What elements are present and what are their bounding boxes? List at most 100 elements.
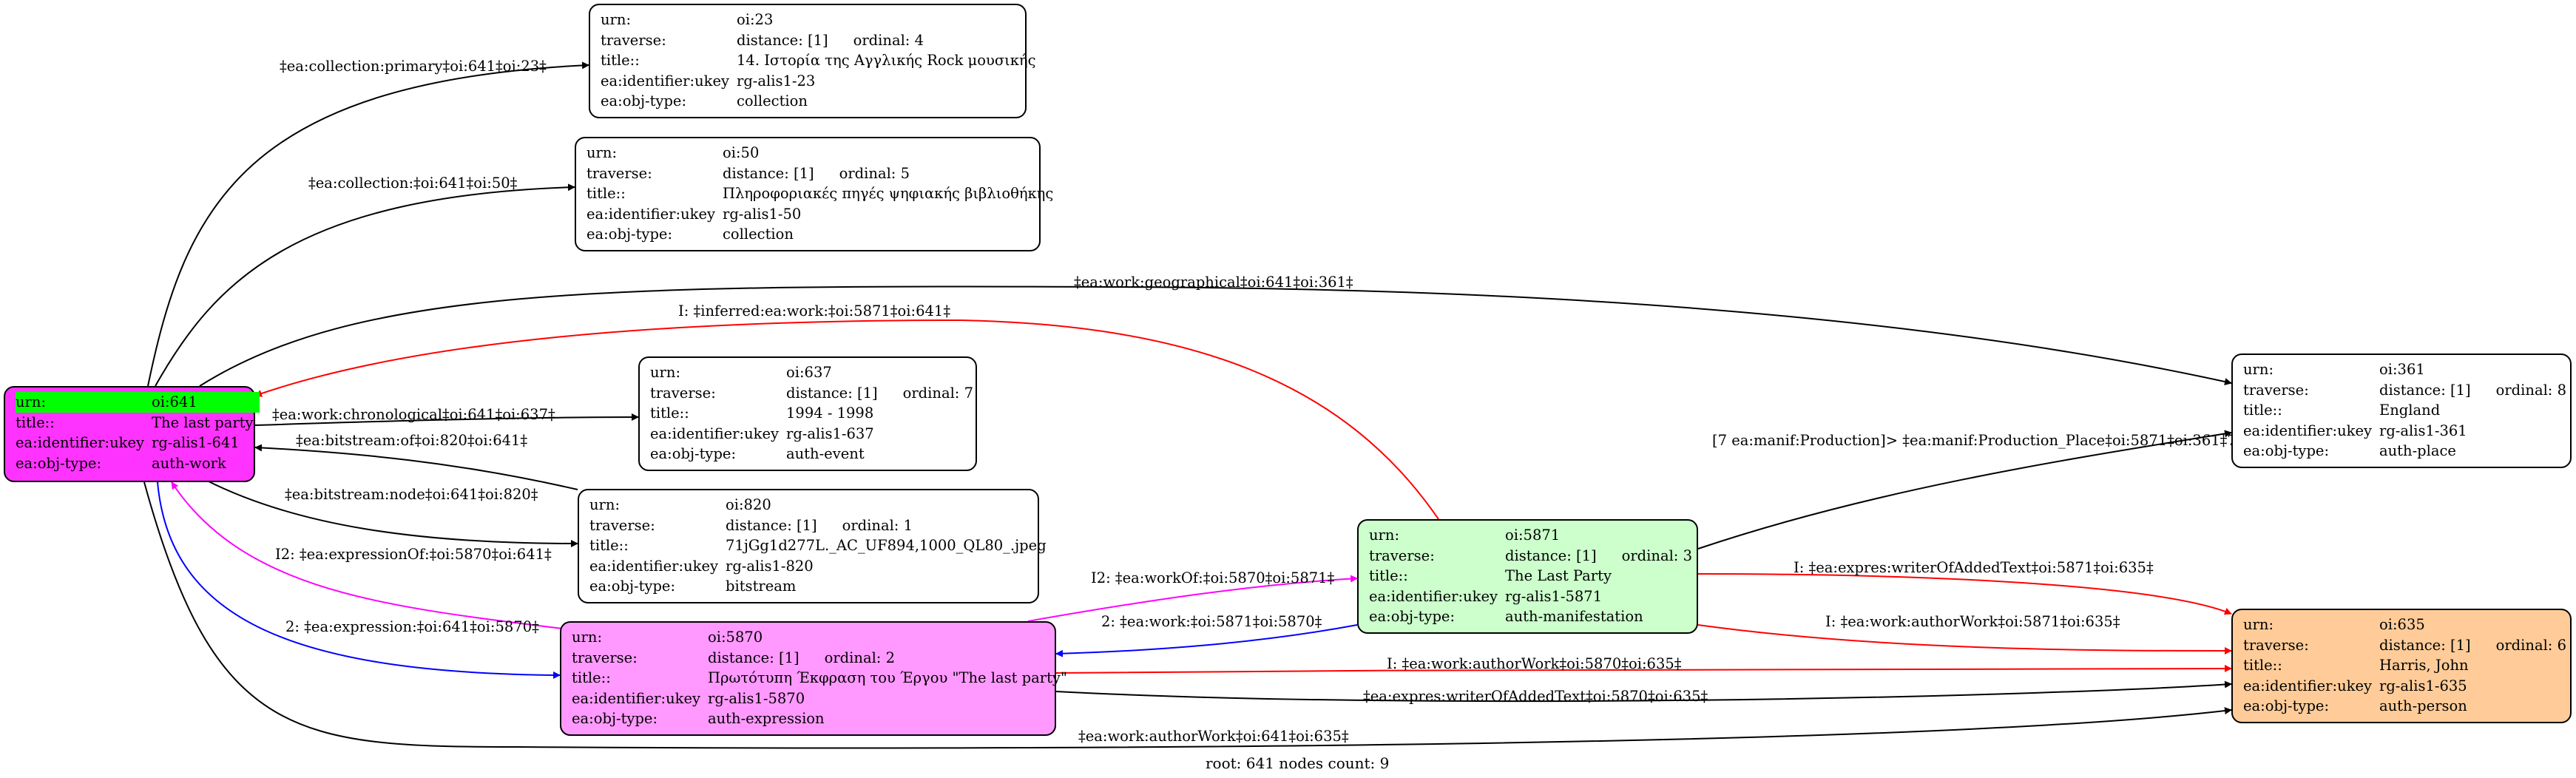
field-key-title: title:: — [1369, 567, 1408, 584]
edge-label-e16: ‡ea:expres:writerOfAddedText‡oi:5870‡oi:… — [1363, 688, 1708, 705]
field-ordinal: ordinal: 2 — [824, 649, 895, 666]
edge-line-e9 — [157, 481, 561, 679]
field-traverse: distance: [1] ordinal: 1 — [726, 515, 1052, 536]
field-ordinal: ordinal: 8 — [2495, 381, 2566, 399]
field-objtype: auth-event — [786, 445, 865, 462]
field-key-urn: urn: — [1369, 527, 1400, 544]
field-key-objtype: ea:obj-type: — [16, 454, 102, 472]
edge-line-e11 — [1055, 624, 1358, 657]
field-title: Harris, John — [2379, 657, 2469, 674]
edge-line-e1 — [147, 61, 589, 387]
field-title: 14. Ιστορία της Αγγλικής Rock μουσικής — [737, 52, 1036, 69]
node-oi-23[interactable]: urn:oi:23 traverse:distance: [1]ordinal:… — [589, 4, 1036, 118]
edge-line-e6 — [254, 444, 578, 490]
node-oi-361[interactable]: urn:oi:361 traverse:distance: [1]ordinal… — [2231, 354, 2572, 468]
edge-label-e17: ‡ea:work:authorWork‡oi:641‡oi:635‡ — [1078, 728, 1349, 745]
field-key-urn: urn: — [650, 364, 681, 381]
node-oi-5870[interactable]: urn:oi:5870 traverse:distance: [1]ordina… — [560, 621, 1067, 736]
edge-line-e5 — [254, 413, 639, 426]
edge-label-e6: ‡ea:bitstream:of‡oi:820‡oi:641‡ — [296, 432, 528, 449]
field-key-title: title:: — [601, 52, 640, 69]
field-key-title: title:: — [650, 405, 689, 422]
field-ukey: rg-alis1-820 — [726, 557, 814, 575]
edge-label-e15: I: ‡ea:work:authorWork‡oi:5870‡oi:635‡ — [1387, 655, 1682, 672]
field-title: The last party — [152, 413, 254, 431]
field-urn: oi:5871 — [1505, 527, 1561, 544]
field-urn: oi:635 — [2379, 616, 2425, 633]
field-key-objtype: ea:obj-type: — [589, 578, 676, 595]
node-oi-820[interactable]: urn:oi:820 traverse:distance: [1]ordinal… — [578, 489, 1047, 603]
field-key-title: title:: — [2243, 657, 2282, 674]
field-key-ukey: ea:identifier:ukey — [586, 205, 715, 223]
field-key-title: title:: — [16, 413, 55, 431]
field-key-title: title:: — [572, 669, 611, 686]
field-key-urn: urn: — [589, 496, 621, 513]
edge-line-e4 — [254, 319, 1439, 520]
field-distance: distance: [1] — [726, 516, 817, 534]
field-ukey: rg-alis1-23 — [737, 72, 816, 89]
field-distance: distance: [1] — [786, 384, 878, 402]
edge-line-e7 — [206, 480, 578, 547]
field-traverse: distance: [1]ordinal: 8 — [2379, 380, 2572, 401]
field-distance: distance: [1] — [737, 31, 828, 49]
field-key-traverse: traverse: — [572, 649, 638, 666]
edge-line-e17 — [143, 481, 2232, 749]
field-title: Πληροφοριακές πηγές ψηφιακής βιβλιοθήκης — [723, 185, 1054, 202]
edge-line-e3 — [199, 285, 2232, 387]
field-ukey: rg-alis1-637 — [786, 424, 874, 442]
field-key-urn: urn: — [2243, 616, 2274, 633]
field-objtype: auth-expression — [708, 710, 825, 727]
field-distance: distance: [1] — [723, 164, 814, 182]
field-traverse: distance: [1]ordinal: 3 — [1505, 546, 1698, 566]
field-urn: oi:637 — [786, 364, 832, 381]
field-objtype: collection — [737, 92, 808, 109]
field-objtype: auth-place — [2379, 442, 2456, 459]
field-key-title: title:: — [589, 537, 629, 554]
field-key-title: title:: — [2243, 402, 2282, 419]
field-key-traverse: traverse: — [2243, 636, 2309, 654]
field-ukey: rg-alis1-5871 — [1505, 587, 1603, 605]
graph-footer: root: 641 nodes count: 9 — [1206, 754, 1390, 772]
edge-label-e4: I: ‡inferred:ea:work:‡oi:5871‡oi:641‡ — [678, 302, 951, 319]
field-title: 1994 - 1998 — [786, 405, 874, 422]
field-key-traverse: traverse: — [589, 516, 655, 534]
edge-line-e8 — [171, 481, 563, 629]
field-key-objtype: ea:obj-type: — [650, 445, 737, 462]
field-key-objtype: ea:obj-type: — [2243, 697, 2330, 714]
edge-label-e12: [7 ea:manif:Production]> ‡ea:manif:Produ… — [1712, 432, 2237, 449]
edge-line-e14 — [1697, 624, 2232, 654]
field-key-ukey: ea:identifier:ukey — [601, 72, 729, 89]
field-key-ukey: ea:identifier:ukey — [589, 557, 718, 575]
field-ordinal: ordinal: 4 — [853, 31, 924, 49]
node-oi-641[interactable]: urn:oi:641 title::The last party ea:iden… — [4, 386, 260, 482]
node-oi-50[interactable]: urn:oi:50 traverse:distance: [1]ordinal:… — [575, 137, 1053, 251]
field-urn: oi:5870 — [708, 629, 763, 646]
node-oi-637[interactable]: urn:oi:637 traverse:distance: [1]ordinal… — [638, 356, 977, 471]
field-ukey: rg-alis1-641 — [152, 434, 240, 451]
field-key-traverse: traverse: — [1369, 547, 1435, 564]
field-distance: distance: [1] — [1505, 547, 1597, 564]
field-objtype: auth-person — [2379, 697, 2467, 714]
field-ordinal: ordinal: 1 — [842, 516, 913, 534]
edge-label-e7: ‡ea:bitstream:node‡oi:641‡oi:820‡ — [285, 486, 538, 503]
node-oi-635[interactable]: urn: oi:635 traverse: distance: [1]ordinal… — [2231, 609, 2572, 723]
field-title: The Last Party — [1505, 567, 1612, 584]
field-key-objtype: ea:obj-type: — [2243, 442, 2330, 459]
field-key-ukey: ea:identifier:ukey — [572, 689, 700, 707]
edge-line-e10 — [1027, 575, 1358, 622]
edge-label-e8: I2: ‡ea:expressionOf:‡oi:5870‡oi:641‡ — [275, 546, 552, 563]
field-urn: oi:641 — [152, 392, 260, 413]
node-oi-5871[interactable]: urn: oi:5871 traverse: distance: [1]ordina… — [1357, 519, 1698, 634]
field-title: 71jGg1d277L._AC_UF894,1000_QL80_.jpeg — [726, 537, 1047, 554]
field-traverse: distance: [1]ordinal: 6 — [2379, 635, 2572, 656]
field-key-traverse: traverse: — [586, 164, 652, 182]
field-title: Πρωτότυπη Έκφραση του Έργου "The last pa… — [708, 669, 1067, 686]
edge-line-e2 — [155, 183, 575, 387]
edge-label-e10: I2: ‡ea:workOf:‡oi:5870‡oi:5871‡ — [1091, 569, 1335, 586]
field-key-traverse: traverse: — [2243, 381, 2309, 399]
field-key-urn: urn: — [2243, 361, 2274, 378]
field-key-urn: urn: — [572, 629, 603, 646]
edge-line-e13 — [1697, 573, 2232, 615]
field-key-objtype: ea:obj-type: — [572, 710, 658, 727]
